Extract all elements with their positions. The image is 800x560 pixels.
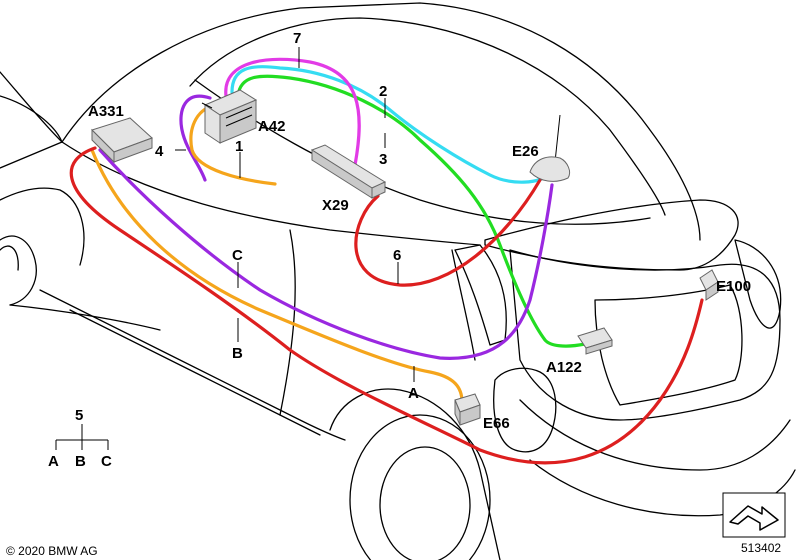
wire-purple-c: [98, 148, 554, 360]
wires: [69, 57, 704, 465]
label-wire-7: 7: [293, 30, 301, 47]
wire-orange-1: [189, 103, 277, 186]
light-e100: [699, 269, 719, 301]
module-a331: [91, 117, 153, 164]
antenna-e26: [529, 156, 571, 182]
label-wire-a: A: [408, 385, 419, 402]
label-wire-2: 2: [379, 83, 387, 100]
component-labels: A331 A42 X29 E26 E100 A122 E66: [88, 103, 751, 432]
legend-tree: 5 A B C: [48, 407, 112, 470]
footer: © 2020 BMW AG 513402: [6, 492, 786, 558]
reference-number: 513402: [741, 541, 781, 555]
wire-red-6: [354, 178, 542, 287]
wire-labels: 7 2 3 4 1 6 C B A: [155, 30, 419, 402]
label-wire-4: 4: [155, 143, 164, 160]
legend-child-a: A: [48, 453, 59, 470]
connector-x29: [310, 144, 387, 199]
legend-root: 5: [75, 407, 83, 424]
label-e26: E26: [512, 143, 539, 160]
wire-cyan: [230, 65, 554, 184]
legend-child-b: B: [75, 453, 86, 470]
label-a331: A331: [88, 103, 124, 120]
label-x29: X29: [322, 197, 349, 214]
wire-purple-4: [179, 94, 212, 182]
module-a122: [577, 327, 613, 355]
label-a122: A122: [546, 359, 582, 376]
label-wire-6: 6: [393, 247, 401, 264]
socket-e66: [454, 393, 481, 426]
document-stamp-icon: [722, 492, 786, 538]
leader-lines: [175, 47, 415, 382]
wire-red-b: [69, 146, 704, 465]
wire-green: [236, 74, 587, 348]
copyright-text: © 2020 BMW AG: [6, 544, 98, 558]
label-a42: A42: [258, 118, 286, 135]
module-a42: [203, 89, 258, 144]
label-e66: E66: [483, 415, 510, 432]
label-wire-c: C: [232, 247, 243, 264]
components: [91, 89, 719, 426]
label-e100: E100: [716, 278, 751, 295]
label-wire-b: B: [232, 345, 243, 362]
label-wire-3: 3: [379, 151, 387, 168]
legend-child-c: C: [101, 453, 112, 470]
label-wire-1: 1: [235, 138, 243, 155]
wire-orange-a: [90, 148, 464, 404]
wire-magenta: [224, 57, 361, 167]
